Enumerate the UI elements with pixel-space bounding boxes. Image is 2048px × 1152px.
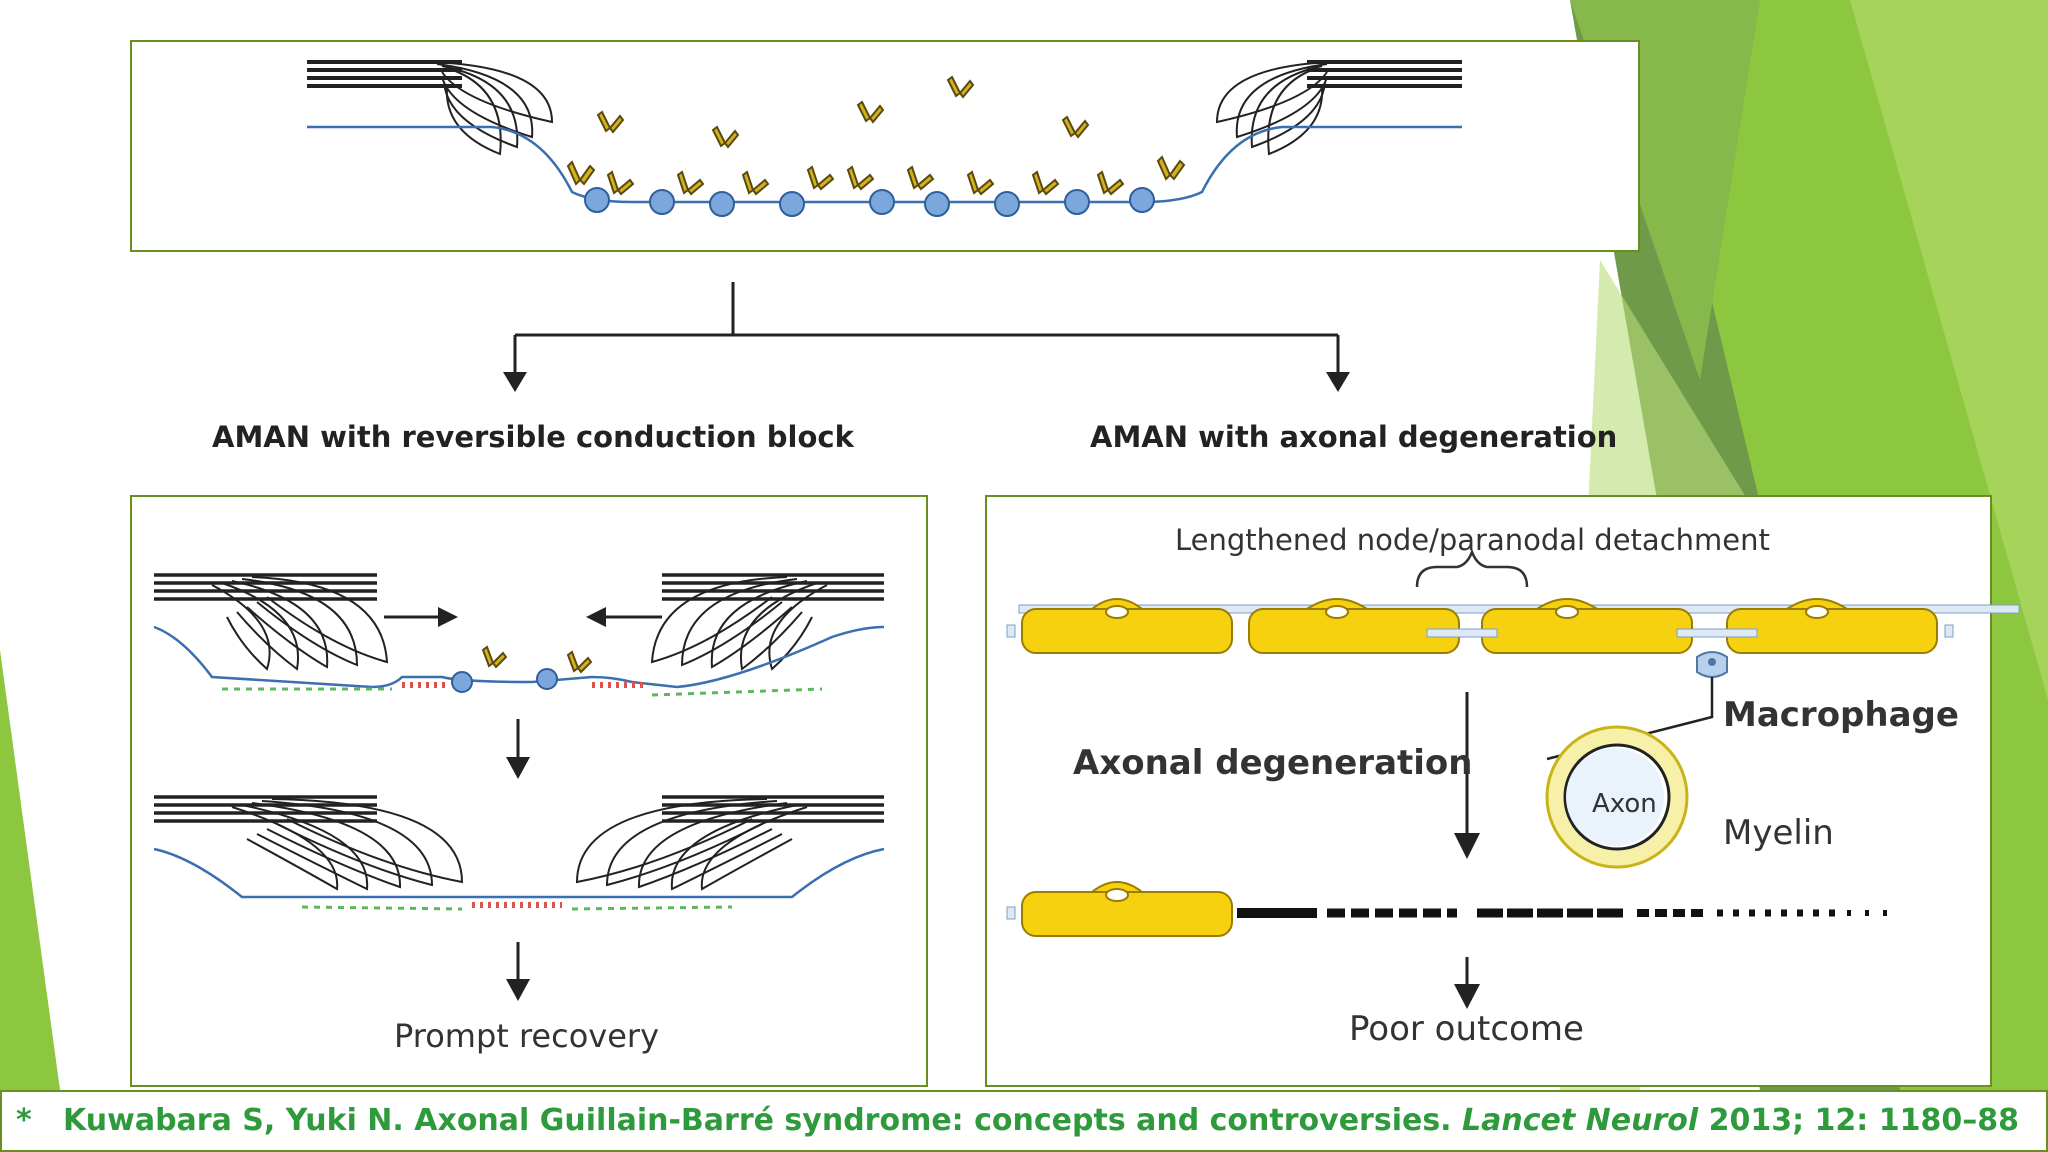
axon-label: Axon xyxy=(1592,789,1657,819)
citation-marker: * xyxy=(16,1103,32,1138)
right-panel: Lengthened node/paranodal detachment Axo… xyxy=(985,495,2020,1087)
citation-details: 2013; 12: 1180–88 xyxy=(1708,1103,2019,1138)
left-panel: Prompt recovery xyxy=(130,495,928,1087)
node-detachment-label: Lengthened node/paranodal detachment xyxy=(1175,523,1770,557)
citation-journal: Lancet Neurol xyxy=(1462,1103,1699,1138)
myelin-label: Myelin xyxy=(1723,813,1834,853)
branch-left-label: AMAN with reversible conduction block xyxy=(212,420,854,454)
left-panel-illustration xyxy=(153,573,885,1001)
top-panel xyxy=(130,40,1640,252)
right-panel-illustration xyxy=(1006,548,2020,1009)
left-outcome-label: Prompt recovery xyxy=(394,1017,659,1055)
citation-authors: Kuwabara S, Yuki N. Axonal Guillain-Barr… xyxy=(63,1103,1452,1138)
right-outcome-label: Poor outcome xyxy=(1349,1009,1584,1049)
macrophage-label: Macrophage xyxy=(1723,695,1959,735)
branch-right-label: AMAN with axonal degeneration xyxy=(1090,420,1618,454)
axonal-degeneration-label: Axonal degeneration xyxy=(1073,743,1473,783)
citation-bar: * Kuwabara S, Yuki N. Axonal Guillain-Ba… xyxy=(0,1090,2048,1152)
top-node-illustration xyxy=(307,60,1462,217)
